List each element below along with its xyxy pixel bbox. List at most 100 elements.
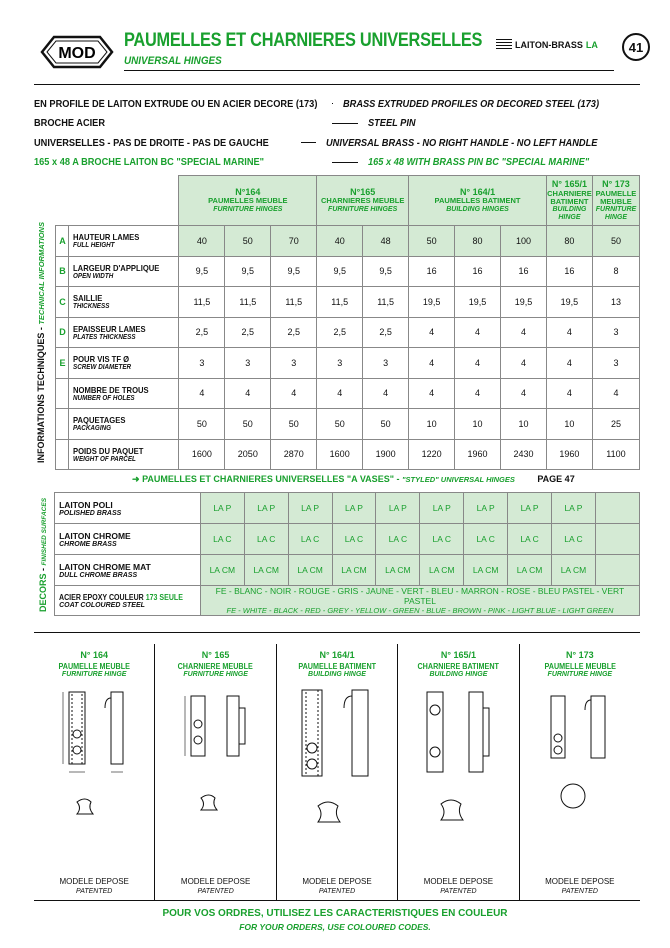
footer-en: FOR YOUR ORDERS, USE COLOURED CODES.: [239, 922, 431, 932]
spec-cell: 70: [270, 225, 318, 257]
spec-cell: 19,5: [454, 286, 501, 318]
spec-cell: 10: [408, 408, 456, 440]
header-rule: [34, 84, 640, 85]
spec-cell: 16: [500, 255, 547, 287]
spec-cell: 4: [316, 377, 364, 409]
spec-cell: 16: [545, 255, 593, 287]
intro-en: STEEL PIN: [368, 117, 416, 130]
page-title: PAUMELLES ET CHARNIERES UNIVERSELLES: [124, 30, 483, 51]
spec-cell: 1600: [178, 438, 226, 470]
decor-cell: LA P: [419, 492, 465, 524]
decor-cell: [594, 492, 641, 524]
spec-cell: 50: [224, 225, 272, 257]
spec-cell: 16: [454, 255, 501, 287]
decor-cell: LA C: [463, 523, 509, 555]
decor-cell: LA P: [199, 492, 245, 524]
spec-cell: 2,5: [224, 316, 272, 348]
spec-cell: 50: [270, 408, 318, 440]
spec-cell: 4: [545, 316, 593, 348]
decor-cell: LA P: [551, 492, 596, 524]
spec-cell: 11,5: [362, 286, 410, 318]
decor-cell: LA P: [243, 492, 289, 524]
spec-cell: 1900: [362, 438, 410, 470]
spec-cell: 2430: [500, 438, 547, 470]
spec-cell: 9,5: [178, 255, 226, 287]
logo-text: MOD: [58, 45, 95, 62]
spec-cell: 1220: [408, 438, 456, 470]
spec-cell: 4: [545, 347, 593, 379]
spec-cell: 2,5: [362, 316, 410, 348]
intro-en: UNIVERSAL BRASS - NO RIGHT HANDLE - NO L…: [325, 136, 597, 149]
epoxy-colors: FE - BLANC - NOIR - ROUGE - GRIS - JAUNE…: [199, 584, 641, 617]
technical-drawings: N° 164 PAUMELLE MEUBLE FURNITURE HINGE M…: [34, 644, 640, 900]
spec-cell: 48: [362, 225, 410, 257]
spec-cell: 19,5: [500, 286, 547, 318]
decor-cell: LA C: [375, 523, 421, 555]
spec-cell: 40: [316, 225, 364, 257]
spec-letter: C: [55, 286, 70, 318]
spec-cell: 3: [591, 347, 641, 379]
decor-cell: [594, 523, 641, 555]
drawing-panel-164: N° 164 PAUMELLE MEUBLE FURNITURE HINGE M…: [34, 644, 156, 900]
decor-cell: LA P: [331, 492, 377, 524]
hinge-164-1-drawing: [301, 689, 369, 823]
spec-cell: 11,5: [224, 286, 272, 318]
brand-logo: MOD: [40, 35, 114, 69]
spec-cell: 4: [224, 377, 272, 409]
spec-cell: 4: [408, 377, 456, 409]
spec-cell: 10: [454, 408, 501, 440]
spec-cell: 2870: [270, 438, 318, 470]
decor-cell: LA P: [375, 492, 421, 524]
section-rule: [34, 632, 640, 633]
decor-cell: LA P: [463, 492, 509, 524]
spec-cell: 3: [270, 347, 318, 379]
spec-cell: 1960: [545, 438, 593, 470]
spec-cell: 3: [591, 316, 641, 348]
spec-cell: 50: [316, 408, 364, 440]
spec-cell: 10: [545, 408, 593, 440]
badge-text: LAITON-BRASS: [515, 40, 583, 50]
spec-letter: D: [55, 316, 70, 348]
spec-cell: 2,5: [270, 316, 318, 348]
spec-cell: 50: [362, 408, 410, 440]
spec-cell: 1600: [316, 438, 364, 470]
decor-cell: LA C: [199, 523, 245, 555]
styled-hinges-link[interactable]: ➜ PAUMELLES ET CHARNIERES UNIVERSELLES "…: [132, 474, 575, 484]
spec-cell: 3: [224, 347, 272, 379]
intro-list: EN PROFILE DE LAITON EXTRUDE OU EN ACIER…: [34, 94, 634, 172]
intro-fr: BROCHE ACIER: [34, 117, 106, 130]
decor-cell: LA C: [331, 523, 377, 555]
decor-cell: LA C: [507, 523, 552, 555]
spec-cell: 4: [545, 377, 593, 409]
spec-cell: 19,5: [408, 286, 456, 318]
spec-cell: 3: [316, 347, 364, 379]
spec-cell: 3: [178, 347, 226, 379]
spec-cell: 9,5: [316, 255, 364, 287]
spec-cell: 80: [454, 225, 501, 257]
footer-rule: [34, 900, 640, 901]
spec-letter: A: [55, 225, 70, 257]
spec-cell: 50: [591, 225, 641, 257]
decor-cell: LA P: [507, 492, 552, 524]
spec-letter: E: [55, 347, 70, 379]
side-label-decors: DECORS - FINISHED SURFACES: [38, 497, 48, 612]
spec-cell: 4: [270, 377, 318, 409]
spec-cell: 2,5: [178, 316, 226, 348]
spec-cell: 100: [500, 225, 547, 257]
decor-cell: [594, 554, 641, 586]
footer-fr: POUR VOS ORDRES, UTILISEZ LES CARACTERIS…: [162, 908, 508, 919]
spec-cell: 16: [408, 255, 456, 287]
material-badge: LAITON-BRASS LA: [496, 36, 614, 54]
decor-cell: LA C: [551, 523, 596, 555]
spec-cell: 13: [591, 286, 641, 318]
